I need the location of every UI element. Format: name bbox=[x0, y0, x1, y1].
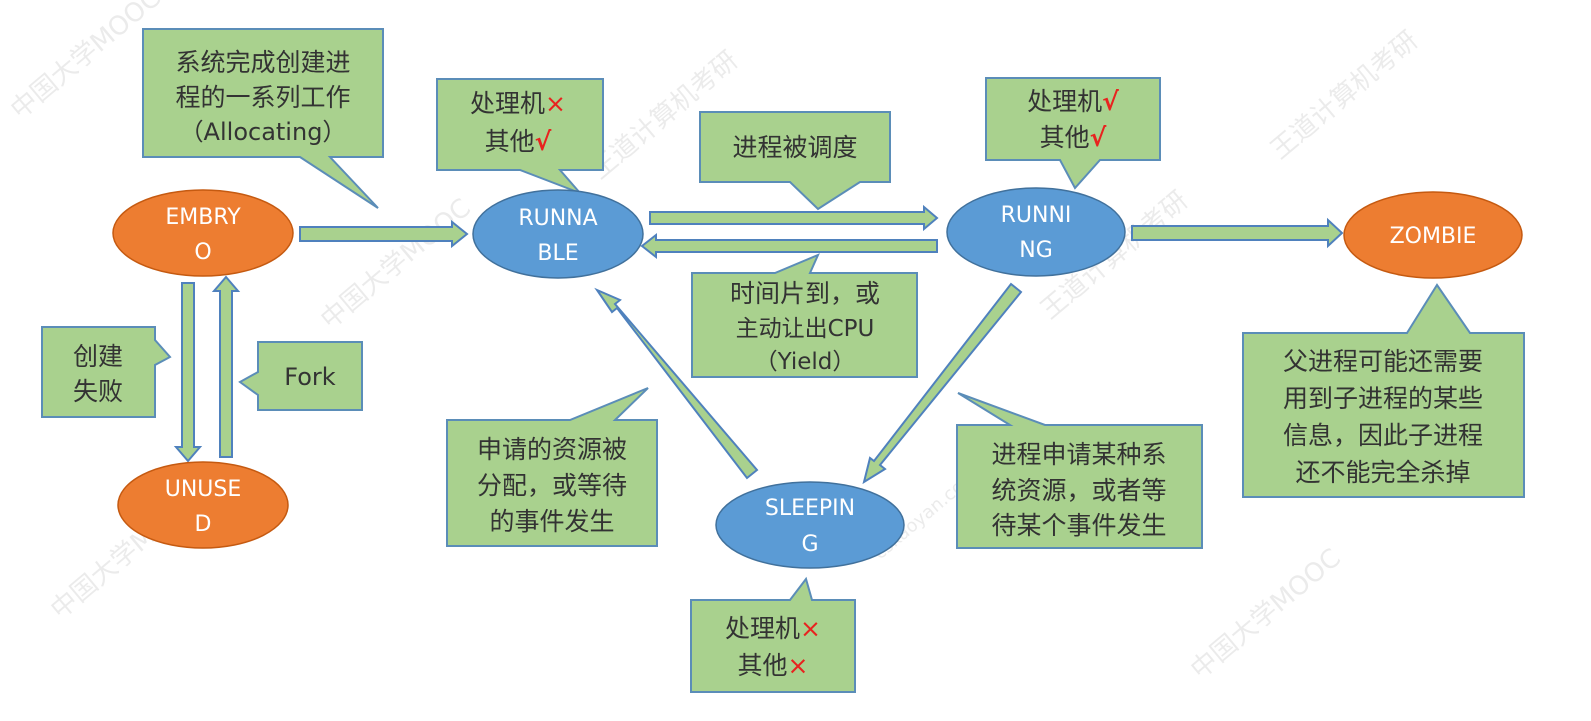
callout-zombie-note bbox=[1242, 283, 1525, 498]
allocated-line-1: 申请的资源被 bbox=[477, 435, 627, 464]
callout-fork bbox=[238, 341, 363, 411]
callout-runnable-resources bbox=[436, 78, 604, 194]
state-runnable-label-2: BLE bbox=[537, 241, 578, 266]
check-mark-icon: √ bbox=[535, 127, 552, 156]
callout-labels: 系统完成创建进 程的一系列工作 （Allocating） 处理机× 其他√ 进程… bbox=[73, 48, 1483, 680]
callout-timeslice bbox=[691, 253, 918, 378]
fork-label: Fork bbox=[284, 363, 336, 391]
check-mark-icon: √ bbox=[1102, 87, 1119, 116]
cross-mark-icon: × bbox=[800, 614, 821, 643]
timeslice-line-1: 时间片到，或 bbox=[730, 279, 880, 308]
create-fail-line-1: 创建 bbox=[73, 342, 123, 371]
callout-running-resources bbox=[985, 77, 1161, 190]
create-fail-line-2: 失败 bbox=[73, 377, 123, 406]
allocating-line-3: （Allocating） bbox=[180, 118, 347, 146]
runnable-res-other-label: 其他 bbox=[485, 127, 535, 156]
arrow-runnable-to-running bbox=[649, 204, 939, 232]
callout-request bbox=[956, 392, 1203, 549]
callout-sleeping-resources bbox=[690, 576, 856, 693]
state-sleeping-label-1: SLEEPIN bbox=[765, 496, 855, 521]
callout-create-fail bbox=[41, 326, 172, 418]
zombie-note-line-1: 父进程可能还需要 bbox=[1283, 347, 1483, 376]
request-line-1: 进程申请某种系 bbox=[991, 440, 1166, 469]
timeslice-line-3: （Yield） bbox=[755, 349, 856, 375]
state-unused bbox=[117, 461, 289, 549]
state-embryo-label-1: EMBRY bbox=[165, 205, 241, 230]
sleeping-res-line-1: 处理机× bbox=[725, 614, 821, 643]
states bbox=[112, 187, 1523, 569]
watermark-text: 中国大学MOOC bbox=[1185, 543, 1346, 685]
arrows bbox=[173, 204, 1344, 485]
zombie-note-line-3: 信息，因此子进程 bbox=[1283, 421, 1483, 450]
running-res-other-label: 其他 bbox=[1040, 123, 1090, 152]
zombie-note-line-2: 用到子进程的某些 bbox=[1283, 384, 1483, 413]
running-res-processor-label: 处理机 bbox=[1027, 87, 1102, 116]
allocated-line-2: 分配，或等待 bbox=[477, 471, 627, 500]
check-mark-icon: √ bbox=[1090, 123, 1107, 152]
state-running-label-2: NG bbox=[1019, 238, 1053, 263]
arrow-sleeping-to-runnable bbox=[594, 287, 759, 480]
running-res-line-1: 处理机√ bbox=[1027, 87, 1119, 116]
callout-allocated bbox=[446, 387, 658, 547]
timeslice-line-2: 主动让出CPU bbox=[736, 316, 875, 342]
runnable-res-line-2: 其他√ bbox=[485, 127, 552, 156]
state-sleeping-label-2: G bbox=[801, 532, 818, 557]
request-line-2: 统资源，或者等 bbox=[991, 476, 1166, 505]
arrow-embryo-to-unused bbox=[173, 282, 203, 463]
callout-allocating bbox=[142, 28, 384, 209]
arrow-unused-to-embryo bbox=[211, 275, 241, 458]
callout-scheduled bbox=[699, 111, 891, 211]
state-zombie-label: ZOMBIE bbox=[1390, 224, 1477, 249]
running-res-line-2: 其他√ bbox=[1040, 123, 1107, 152]
arrow-running-to-runnable bbox=[640, 232, 938, 260]
state-runnable bbox=[472, 189, 644, 279]
state-embryo bbox=[112, 189, 294, 277]
arrow-running-to-zombie bbox=[1131, 217, 1344, 249]
watermark-text: 中国大学MOOC bbox=[315, 193, 476, 335]
callouts bbox=[41, 28, 1525, 693]
runnable-res-line-1: 处理机× bbox=[470, 89, 566, 118]
state-embryo-label-2: O bbox=[194, 240, 211, 265]
state-runnable-label-1: RUNNA bbox=[518, 206, 597, 231]
cross-mark-icon: × bbox=[545, 89, 566, 118]
allocated-line-3: 的事件发生 bbox=[489, 507, 614, 536]
state-running bbox=[946, 187, 1126, 277]
scheduled-line-1: 进程被调度 bbox=[732, 133, 857, 162]
sleeping-res-line-2: 其他× bbox=[738, 651, 809, 680]
sleeping-res-processor-label: 处理机 bbox=[725, 614, 800, 643]
allocating-line-1: 系统完成创建进 bbox=[175, 48, 350, 77]
arrow-embryo-to-runnable bbox=[299, 219, 469, 249]
runnable-res-processor-label: 处理机 bbox=[470, 89, 545, 118]
arrow-running-to-sleeping bbox=[862, 282, 1023, 485]
state-sleeping bbox=[715, 481, 905, 569]
state-zombie bbox=[1343, 191, 1523, 279]
watermark-text: 王道计算机考研 bbox=[1265, 25, 1424, 165]
allocating-line-2: 程的一系列工作 bbox=[175, 83, 350, 112]
state-unused-label-2: D bbox=[195, 512, 212, 537]
cross-mark-icon: × bbox=[788, 651, 809, 680]
state-unused-label-1: UNUSE bbox=[165, 477, 242, 502]
sleeping-res-other-label: 其他 bbox=[738, 651, 788, 680]
request-line-3: 待某个事件发生 bbox=[991, 511, 1166, 540]
zombie-note-line-4: 还不能完全杀掉 bbox=[1295, 458, 1470, 487]
state-labels: EMBRY O UNUSE D RUNNA BLE RUNNI NG SLEEP… bbox=[165, 203, 1477, 557]
state-running-label-1: RUNNI bbox=[1001, 203, 1072, 228]
